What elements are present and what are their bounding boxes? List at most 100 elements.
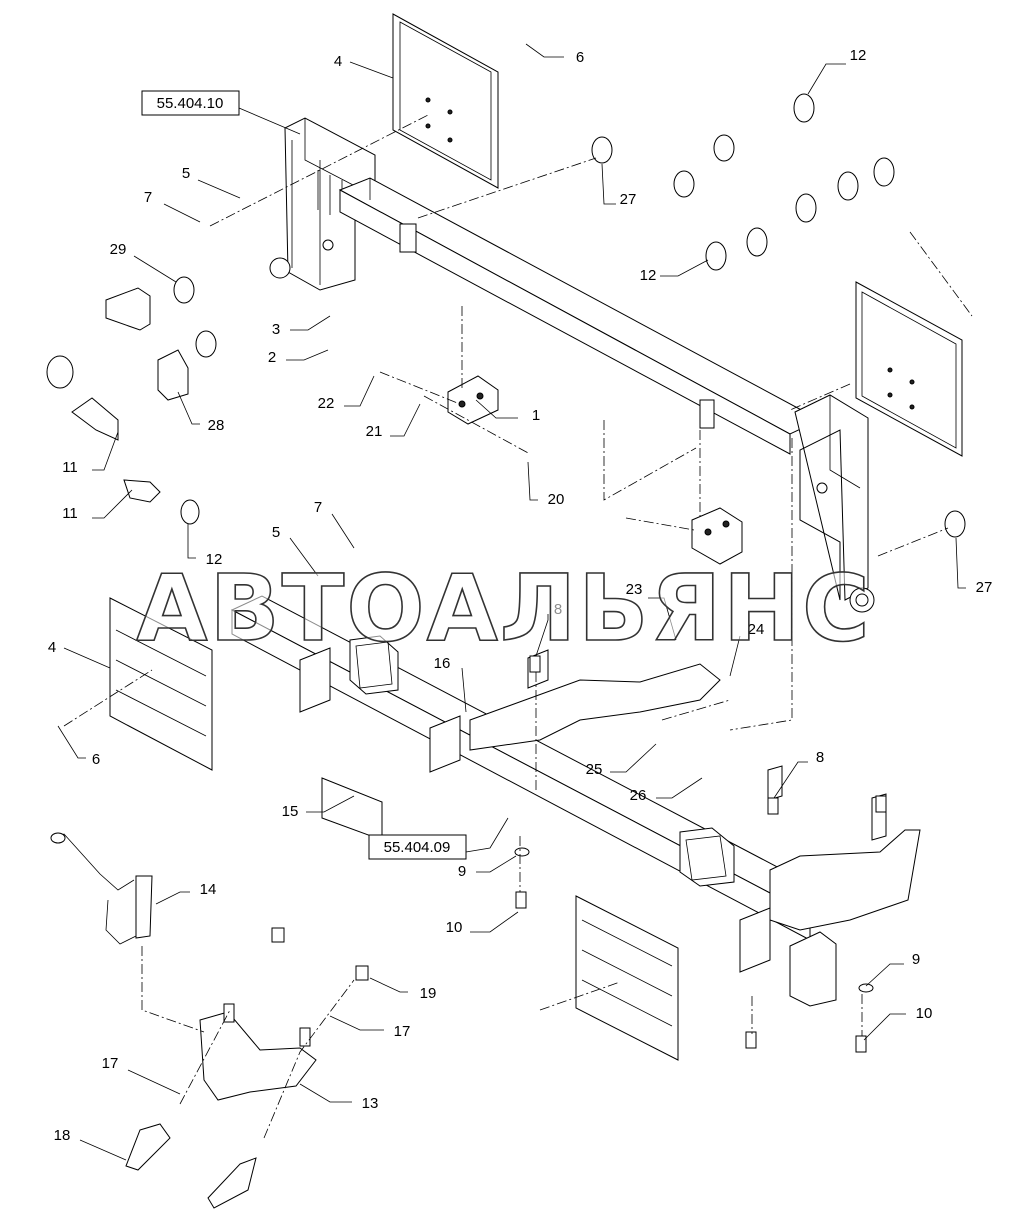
- mounting-bracket-upper: [447, 375, 499, 425]
- callout-21[interactable]: 21: [366, 403, 421, 440]
- svg-text:4: 4: [48, 639, 56, 656]
- callout-4-lower[interactable]: 4: [48, 639, 111, 669]
- reflector-plate-bottom: [575, 895, 679, 1061]
- reference-box-55-404-09[interactable]: 55.404.09: [368, 817, 509, 860]
- reflector-plate-left: [109, 597, 213, 771]
- lamp-arm-bracket: [469, 649, 721, 751]
- callout-27-lower[interactable]: 27: [955, 537, 993, 596]
- callout-25[interactable]: 25: [586, 743, 657, 778]
- round-reflectors: [591, 93, 966, 538]
- svg-text:8: 8: [554, 601, 562, 618]
- svg-text:27: 27: [976, 579, 993, 596]
- svg-text:9: 9: [458, 863, 466, 880]
- svg-text:2: 2: [268, 349, 276, 366]
- callout-15[interactable]: 15: [282, 795, 355, 820]
- callout-7-upper[interactable]: 7: [144, 189, 201, 223]
- license-plate: [321, 777, 383, 841]
- svg-text:16: 16: [434, 655, 451, 672]
- right-upright-bracket: [794, 394, 875, 613]
- callout-6-top[interactable]: 6: [525, 43, 584, 66]
- callout-2[interactable]: 2: [268, 349, 329, 366]
- callout-23[interactable]: 23: [626, 581, 677, 641]
- svg-text:10: 10: [446, 919, 463, 936]
- svg-text:7: 7: [144, 189, 152, 206]
- callout-7-lower[interactable]: 7: [314, 499, 355, 549]
- callouts: 4 6 12 5 7 27 29 12 3 2 22 21 1 28 11 11…: [48, 43, 993, 1161]
- callout-11-upper[interactable]: 11: [62, 431, 119, 476]
- svg-text:22: 22: [318, 395, 335, 412]
- callout-27-upper[interactable]: 27: [601, 163, 637, 208]
- callout-10-lower[interactable]: 10: [863, 1005, 932, 1041]
- svg-text:1: 1: [532, 407, 540, 424]
- svg-text:18: 18: [54, 1127, 71, 1144]
- callout-12-lower[interactable]: 12: [187, 524, 223, 568]
- callout-8-lower[interactable]: 8: [773, 749, 824, 799]
- svg-text:27: 27: [620, 191, 637, 208]
- svg-text:4: 4: [334, 53, 342, 70]
- reflector-plate-top: [392, 13, 499, 189]
- callout-6-lower[interactable]: 6: [57, 725, 100, 768]
- svg-text:12: 12: [206, 551, 223, 568]
- callout-17-left[interactable]: 17: [102, 1055, 181, 1095]
- callout-5-lower[interactable]: 5: [272, 524, 319, 577]
- callout-18[interactable]: 18: [54, 1127, 127, 1161]
- callout-9-upper[interactable]: 9: [458, 855, 517, 880]
- reflector-plate-right: [855, 281, 963, 457]
- callout-9-lower[interactable]: 9: [865, 951, 920, 987]
- svg-text:5: 5: [272, 524, 280, 541]
- callout-11-lower[interactable]: 11: [62, 489, 133, 522]
- svg-text:17: 17: [394, 1023, 411, 1040]
- callout-14[interactable]: 14: [155, 881, 217, 905]
- watermark-text: АВТОАЛЬЯНС: [136, 555, 871, 662]
- svg-text:5: 5: [182, 165, 190, 182]
- callout-3[interactable]: 3: [272, 315, 331, 338]
- callout-16[interactable]: 16: [434, 655, 467, 713]
- callout-13[interactable]: 13: [299, 1083, 379, 1112]
- svg-text:6: 6: [92, 751, 100, 768]
- upper-beam: [338, 177, 822, 455]
- callout-8-upper[interactable]: 8: [535, 601, 562, 657]
- svg-text:24: 24: [748, 621, 765, 638]
- svg-text:29: 29: [110, 241, 127, 258]
- right-support-bracket: [767, 765, 921, 931]
- assembly-lines-lower: [63, 669, 863, 1139]
- svg-text:23: 23: [626, 581, 643, 598]
- reference-box-55-404-10[interactable]: 55.404.10: [141, 90, 301, 135]
- svg-text:21: 21: [366, 423, 383, 440]
- callout-5-upper[interactable]: 5: [182, 165, 241, 199]
- callout-24[interactable]: 24: [729, 621, 765, 677]
- svg-text:20: 20: [548, 491, 565, 508]
- callout-12-top[interactable]: 12: [807, 47, 867, 95]
- callout-4-top[interactable]: 4: [334, 53, 394, 79]
- callout-28[interactable]: 28: [177, 391, 225, 434]
- callout-1[interactable]: 1: [475, 399, 540, 424]
- callout-20[interactable]: 20: [527, 461, 565, 508]
- svg-text:13: 13: [362, 1095, 379, 1112]
- tow-hitch: [125, 1003, 317, 1209]
- callout-12-mid[interactable]: 12: [640, 259, 709, 284]
- mounting-bracket-right: [691, 507, 743, 565]
- svg-text:7: 7: [314, 499, 322, 516]
- callout-22[interactable]: 22: [318, 375, 375, 412]
- svg-text:6: 6: [576, 49, 584, 66]
- svg-text:26: 26: [630, 787, 647, 804]
- callout-29[interactable]: 29: [110, 241, 177, 283]
- callout-10-upper[interactable]: 10: [446, 911, 519, 936]
- callout-17-right[interactable]: 17: [329, 1015, 411, 1040]
- callout-26[interactable]: 26: [630, 777, 703, 804]
- svg-text:15: 15: [282, 803, 299, 820]
- svg-text:11: 11: [62, 459, 78, 476]
- fasteners-lower: [271, 655, 887, 1053]
- callout-19[interactable]: 19: [369, 977, 436, 1002]
- svg-text:14: 14: [200, 881, 217, 898]
- svg-text:12: 12: [850, 47, 867, 64]
- reference-text: 55.404.10: [157, 95, 224, 112]
- lower-assembly: [50, 595, 921, 1209]
- left-upright-bracket: [269, 117, 376, 291]
- small-brackets: [46, 276, 217, 525]
- work-lamp-left: [349, 635, 399, 695]
- svg-text:28: 28: [208, 417, 225, 434]
- work-lamp-right: [679, 827, 735, 887]
- reference-text: 55.404.09: [384, 839, 451, 856]
